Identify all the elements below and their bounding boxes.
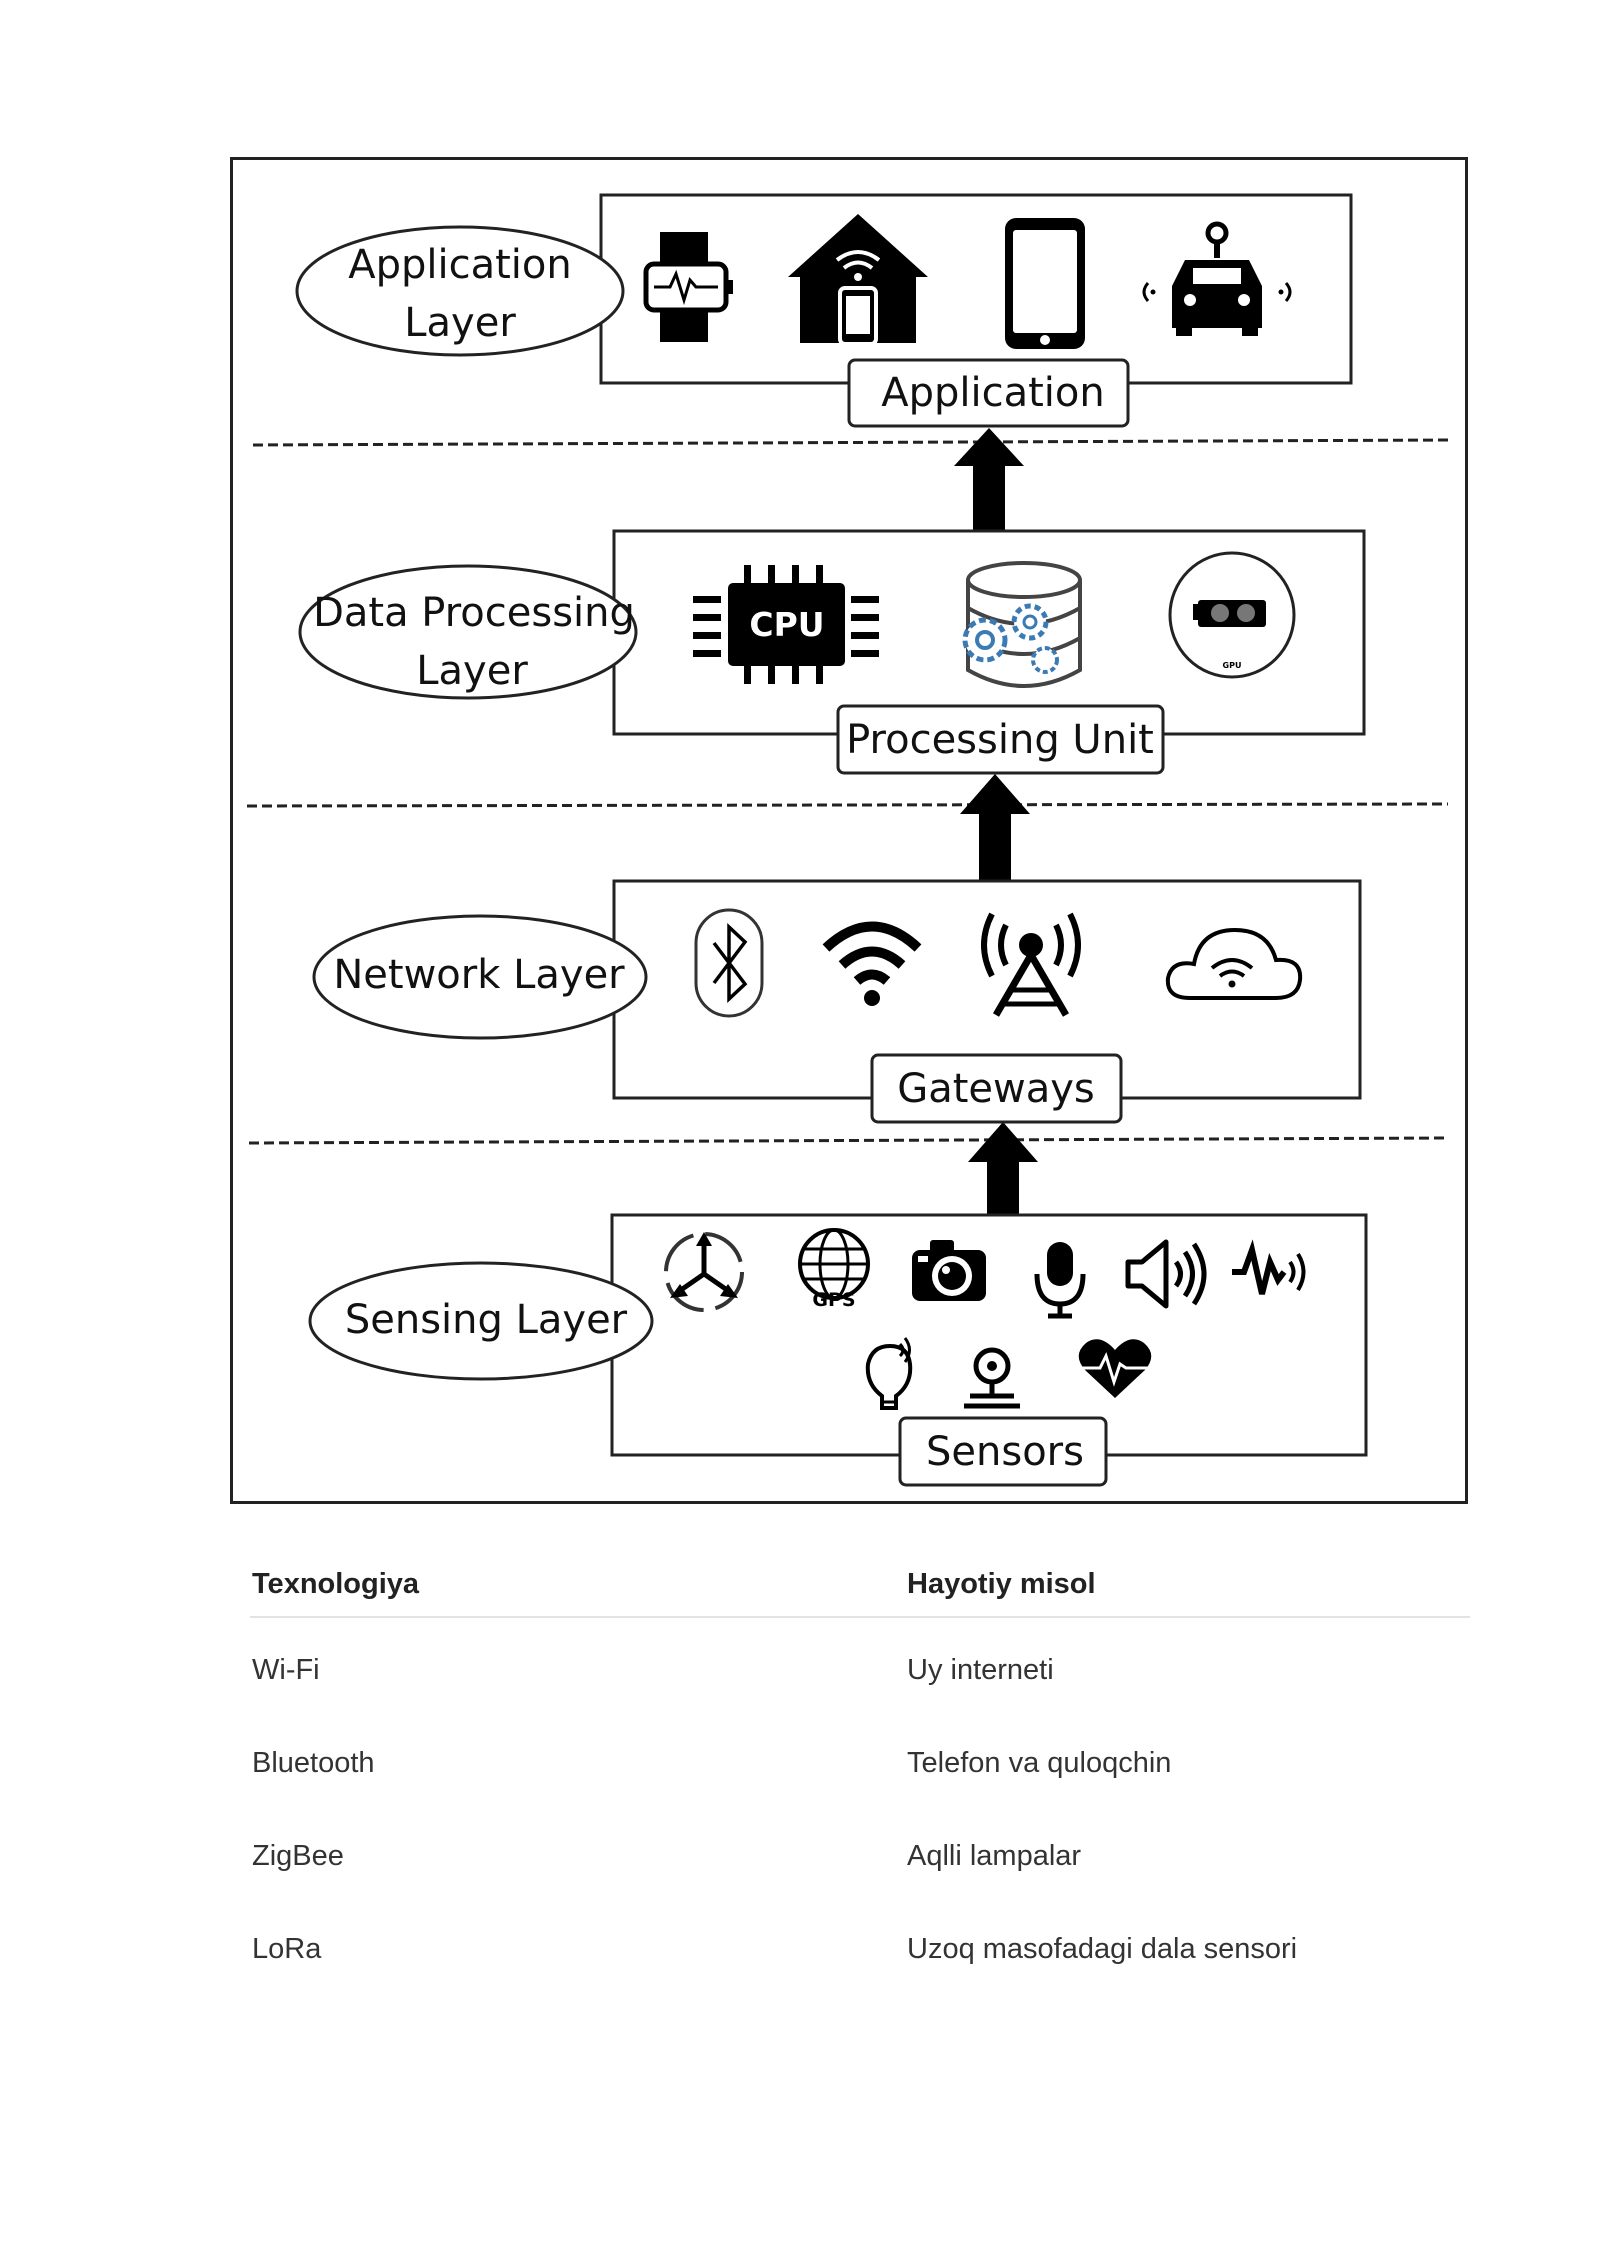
column-header: Hayotiy misol [907,1568,1096,1600]
gps-text: GPS [812,1289,855,1311]
processing-label-box [836,704,1165,775]
smartphone-icon [1005,218,1085,349]
layer-name: Sensing Layer [345,1297,628,1343]
smart-home-icon [788,214,928,346]
separator-line [248,1136,1449,1145]
database-gears-icon [962,561,1082,688]
table-cell: Uzoq masofadagi dala sensori [907,1933,1298,1965]
table-cell: ZigBee [252,1840,344,1872]
smartwatch-icon [643,232,733,342]
data-processing-layer-ellipse [298,564,638,700]
box-label: Processing Unit [846,717,1154,763]
up-arrow-icon [968,1122,1038,1219]
layer-name: Layer [404,300,516,346]
box-label: Gateways [897,1066,1095,1112]
smart-bulb-icon [865,1337,913,1410]
bluetooth-icon [694,908,764,1018]
rotation-sensor-icon [664,1232,744,1312]
table-cell: Aqlli lampalar [907,1840,1082,1872]
separator-line [252,438,1449,447]
proximity-sensor-icon [964,1347,1020,1409]
gps-globe-icon: GPS [798,1228,870,1311]
gpu-text: GPU [1223,661,1242,670]
connected-car-icon [1142,221,1292,336]
table-cell: Telefon va quloqchin [907,1747,1172,1779]
wifi-icon [822,921,922,1006]
camera-icon [912,1240,986,1301]
heart-rate-icon [1078,1339,1152,1398]
table-cell: LoRa [252,1933,322,1965]
network-layer-ellipse [312,914,648,1040]
cloud-wifi-icon [1165,927,1303,1000]
table-cell: Wi-Fi [252,1654,320,1686]
layer-name: Application [348,242,572,288]
network-label-box [870,1053,1123,1124]
table-header-row: Texnologiya Hayotiy misol [250,1560,1470,1618]
speaker-icon [1125,1239,1207,1309]
vibration-sensor-icon [1232,1239,1306,1295]
microphone-icon [1034,1242,1086,1319]
table-cell: Uy interneti [907,1654,1054,1686]
sensing-layer-ellipse [308,1261,654,1381]
table-row: Bluetooth Telefon va quloqchin [250,1711,1470,1804]
column-header: Texnologiya [252,1568,420,1600]
technology-table: Texnologiya Hayotiy misol Wi-Fi Uy inter… [250,1560,1470,1990]
cpu-chip-icon: CPU [693,565,879,684]
layer-name: Network Layer [333,952,625,998]
box-label: Application [881,370,1105,416]
application-label-box [847,358,1130,428]
up-arrow-icon [960,774,1030,882]
cpu-chip-text: CPU [749,605,824,644]
table-row: LoRa Uzoq masofadagi dala sensori [250,1897,1470,1990]
layer-name: Data Processing [313,590,635,636]
table-row: Wi-Fi Uy interneti [250,1618,1470,1711]
cell-tower-icon [981,912,1081,1017]
application-layer-ellipse [295,225,625,357]
sensing-label-box [898,1416,1108,1487]
layer-name: Layer [416,648,528,694]
box-label: Sensors [926,1429,1084,1475]
table-row: ZigBee Aqlli lampalar [250,1804,1470,1897]
table-cell: Bluetooth [252,1747,375,1779]
separator-line [246,802,1449,808]
gpu-icon: GPU [1168,551,1296,679]
iot-diagram-canvas: Application Layer Applica [246,193,1449,1487]
up-arrow-icon [954,428,1024,532]
